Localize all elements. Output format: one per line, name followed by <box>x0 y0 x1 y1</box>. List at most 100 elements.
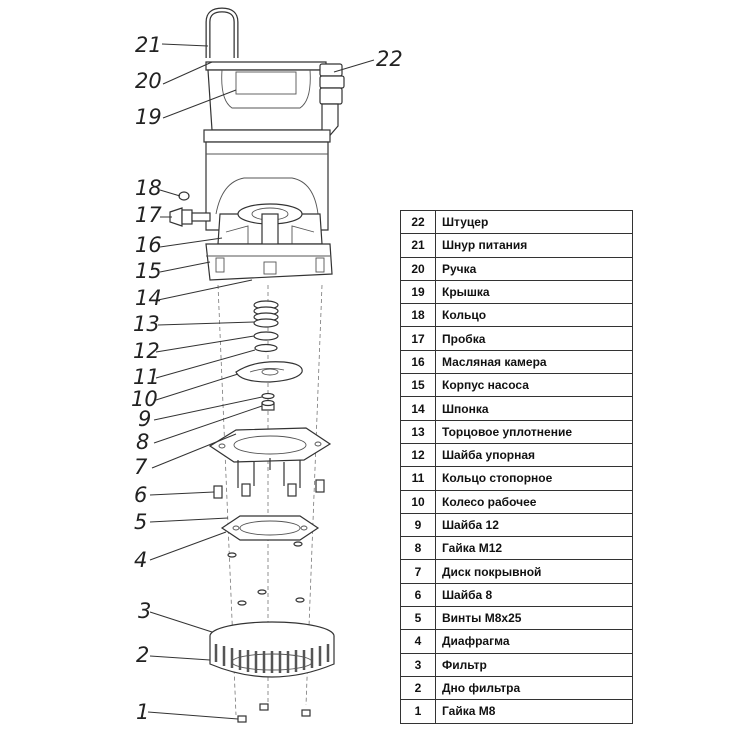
legend-part-number: 6 <box>400 582 436 608</box>
motor-housing <box>203 129 331 231</box>
legend-part-name: Штуцер <box>435 209 633 235</box>
legend-part-name: Шайба 12 <box>435 512 633 538</box>
callout-22: 22 <box>376 47 403 71</box>
legend-part-number: 17 <box>400 326 436 351</box>
legend-part-name: Пробка <box>435 326 633 351</box>
legend-part-number: 15 <box>400 373 436 398</box>
callout-18: 18 <box>135 176 162 200</box>
callout-11: 11 <box>133 365 160 389</box>
callout-5: 5 <box>134 510 147 534</box>
legend-part-number: 2 <box>400 675 436 701</box>
legend-part-name: Колесо рабочее <box>435 489 633 514</box>
legend-part-number: 1 <box>400 699 436 724</box>
legend-part-number: 8 <box>400 536 436 561</box>
legend-part-number: 16 <box>400 349 436 375</box>
screws-m8x25 <box>213 479 325 499</box>
legend-part-number: 5 <box>400 606 436 631</box>
legend-part-number: 22 <box>400 209 436 235</box>
legend-part-number: 21 <box>400 233 436 258</box>
nuts-m8 <box>237 703 311 723</box>
callout-12: 12 <box>133 339 160 363</box>
legend-part-name: Ручка <box>435 256 633 281</box>
legend-part-number: 13 <box>400 419 436 444</box>
legend-part-name: Масляная камера <box>435 349 633 375</box>
callout-8: 8 <box>136 430 149 454</box>
legend-part-name: Шайба упорная <box>435 442 633 468</box>
callout-7: 7 <box>134 455 148 479</box>
retaining-ring <box>254 343 278 353</box>
callout-19: 19 <box>135 105 162 129</box>
oil-plug <box>169 207 211 227</box>
legend-part-name: Кольцо <box>435 303 633 328</box>
pump-body <box>205 243 333 281</box>
hose-connector <box>319 63 345 141</box>
legend-part-number: 19 <box>400 279 436 305</box>
legend-part-number: 3 <box>400 652 436 677</box>
legend-part-number: 18 <box>400 303 436 328</box>
legend-part-name: Гайка М12 <box>435 536 633 561</box>
legend-part-name: Крышка <box>435 279 633 305</box>
legend-part-number: 7 <box>400 559 436 584</box>
thrust-washer <box>253 331 279 341</box>
impeller <box>235 361 303 383</box>
legend-part-number: 20 <box>400 256 436 281</box>
callout-6: 6 <box>134 483 147 507</box>
legend-part-number: 9 <box>400 512 436 538</box>
legend-part-name: Дно фильтра <box>435 675 633 701</box>
legend-part-number: 12 <box>400 442 436 468</box>
legend-part-name: Торцовое уплотнение <box>435 419 633 444</box>
callout-3: 3 <box>138 599 151 623</box>
callout-15: 15 <box>135 259 162 283</box>
callout-2: 2 <box>136 643 149 667</box>
leader-lines <box>147 43 375 720</box>
nut-m12 <box>261 399 275 411</box>
callout-13: 13 <box>133 312 160 336</box>
callout-labels: 21 20 19 22 18 17 16 15 14 13 12 11 10 9… <box>131 33 403 724</box>
legend-part-number: 11 <box>400 466 436 491</box>
legend-part-name: Шпонка <box>435 396 633 421</box>
legend-part-name: Фильтр <box>435 652 633 677</box>
legend-part-name: Корпус насоса <box>435 373 633 398</box>
cover-with-handle <box>205 61 327 131</box>
legend-part-name: Винты M8x25 <box>435 606 633 631</box>
legend-part-name: Кольцо стопорное <box>435 466 633 491</box>
cover-disc <box>208 427 332 488</box>
o-ring <box>178 191 190 201</box>
callout-16: 16 <box>135 233 162 257</box>
power-cord <box>205 7 239 58</box>
legend-part-name: Гайка М8 <box>435 699 633 724</box>
washers-8 <box>227 541 305 606</box>
legend-part-name: Шнур питания <box>435 233 633 258</box>
callout-20: 20 <box>135 69 162 93</box>
callout-14: 14 <box>135 286 162 310</box>
legend-part-number: 14 <box>400 396 436 421</box>
legend-part-name: Диафрагма <box>435 629 633 654</box>
legend-part-number: 10 <box>400 489 436 514</box>
legend-part-name: Шайба 8 <box>435 582 633 608</box>
filter <box>209 621 335 678</box>
callout-4: 4 <box>134 548 147 572</box>
